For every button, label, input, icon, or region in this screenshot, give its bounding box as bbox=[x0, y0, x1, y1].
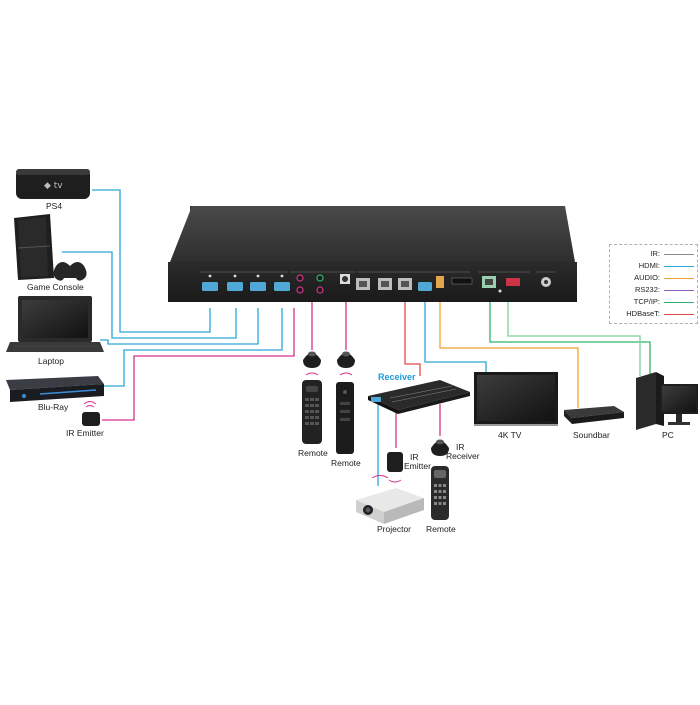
legend-label: IR: bbox=[650, 249, 660, 258]
cable-ps4-hdmi bbox=[92, 189, 211, 333]
remote-3-device bbox=[431, 466, 449, 520]
legend-row: HDMI: bbox=[612, 261, 696, 271]
legend-row: AUDIO: bbox=[612, 273, 696, 283]
cable-ir-emitter-left bbox=[102, 308, 295, 421]
cable-audio bbox=[439, 300, 579, 408]
projector-device bbox=[356, 475, 424, 524]
legend-row: HDBaseT: bbox=[612, 309, 696, 319]
bluray-device bbox=[6, 376, 104, 402]
legend-row: IR: bbox=[612, 249, 696, 259]
cables bbox=[62, 189, 651, 486]
legend-row: RS232: bbox=[612, 285, 696, 295]
legend-line-swatch bbox=[664, 302, 694, 303]
label-ir-receiver-2: Receiver bbox=[446, 451, 480, 461]
ps4-device: ◆ tv bbox=[16, 169, 90, 199]
label-game-console: Game Console bbox=[27, 282, 84, 292]
ir-emitter-mid-device bbox=[387, 452, 403, 483]
game-console-device bbox=[14, 214, 87, 281]
matrix-unit bbox=[168, 206, 577, 302]
ir-emitter-left-device bbox=[82, 401, 100, 426]
ir-receiver-2 bbox=[337, 351, 355, 376]
label-receiver: Receiver bbox=[378, 372, 416, 382]
cable-tcpip bbox=[489, 300, 651, 376]
ir-receiver-1 bbox=[303, 351, 321, 376]
cable-hdbaset bbox=[404, 300, 421, 376]
legend-label: HDMI: bbox=[638, 261, 660, 270]
legend-label: TCP/IP: bbox=[633, 297, 660, 306]
legend-line-swatch bbox=[664, 254, 694, 255]
label-ir-emitter-mid-2: Emitter bbox=[404, 461, 431, 471]
soundbar-device bbox=[564, 406, 624, 424]
legend-row: TCP/IP: bbox=[612, 297, 696, 307]
legend-label: AUDIO: bbox=[634, 273, 660, 282]
ir-receiver-mid-device bbox=[431, 439, 449, 456]
label-ir-receiver-1: IR bbox=[456, 442, 465, 452]
remote-2-device bbox=[336, 382, 354, 454]
receiver-device bbox=[368, 380, 470, 414]
label-remote-2: Remote bbox=[331, 458, 361, 468]
label-bluray: Blu-Ray bbox=[38, 402, 69, 412]
label-ps4: PS4 bbox=[46, 201, 63, 211]
rj45-ports bbox=[356, 278, 412, 290]
matrix-top bbox=[170, 206, 575, 262]
legend-label: HDBaseT: bbox=[626, 309, 660, 318]
cable-console-hdmi bbox=[62, 251, 237, 339]
label-pc: PC bbox=[662, 430, 674, 440]
cable-tv-hdmi bbox=[424, 300, 487, 374]
label-soundbar: Soundbar bbox=[573, 430, 610, 440]
legend-label: RS232: bbox=[634, 285, 660, 294]
tv-device bbox=[474, 372, 558, 426]
label-ir-emitter-left: IR Emitter bbox=[66, 428, 104, 438]
hdmi-input-ports bbox=[202, 274, 290, 291]
label-laptop: Laptop bbox=[38, 356, 64, 366]
label-ir-emitter-mid-1: IR bbox=[410, 452, 419, 462]
pc-device bbox=[636, 372, 698, 430]
legend-line-swatch bbox=[664, 314, 694, 315]
label-projector: Projector bbox=[377, 524, 412, 534]
ir-jacks bbox=[296, 274, 350, 294]
cable-rs232 bbox=[507, 300, 641, 376]
legend-line-swatch bbox=[664, 290, 694, 291]
legend-line-swatch bbox=[664, 266, 694, 267]
label-remote-3: Remote bbox=[426, 524, 456, 534]
cable-laptop-hdmi bbox=[100, 308, 259, 345]
legend-line-swatch bbox=[664, 278, 694, 279]
svg-text:◆ tv: ◆ tv bbox=[44, 181, 63, 191]
hdmi-output-port bbox=[418, 282, 432, 291]
label-remote-1: Remote bbox=[298, 448, 328, 458]
label-tv: 4K TV bbox=[498, 430, 522, 440]
cable-legend: IR: HDMI: AUDIO: RS232: TCP/IP: HDBaseT: bbox=[609, 244, 698, 324]
laptop-device bbox=[6, 296, 104, 352]
cable-bluray-hdmi bbox=[104, 308, 283, 387]
remote-1-device bbox=[302, 380, 322, 444]
